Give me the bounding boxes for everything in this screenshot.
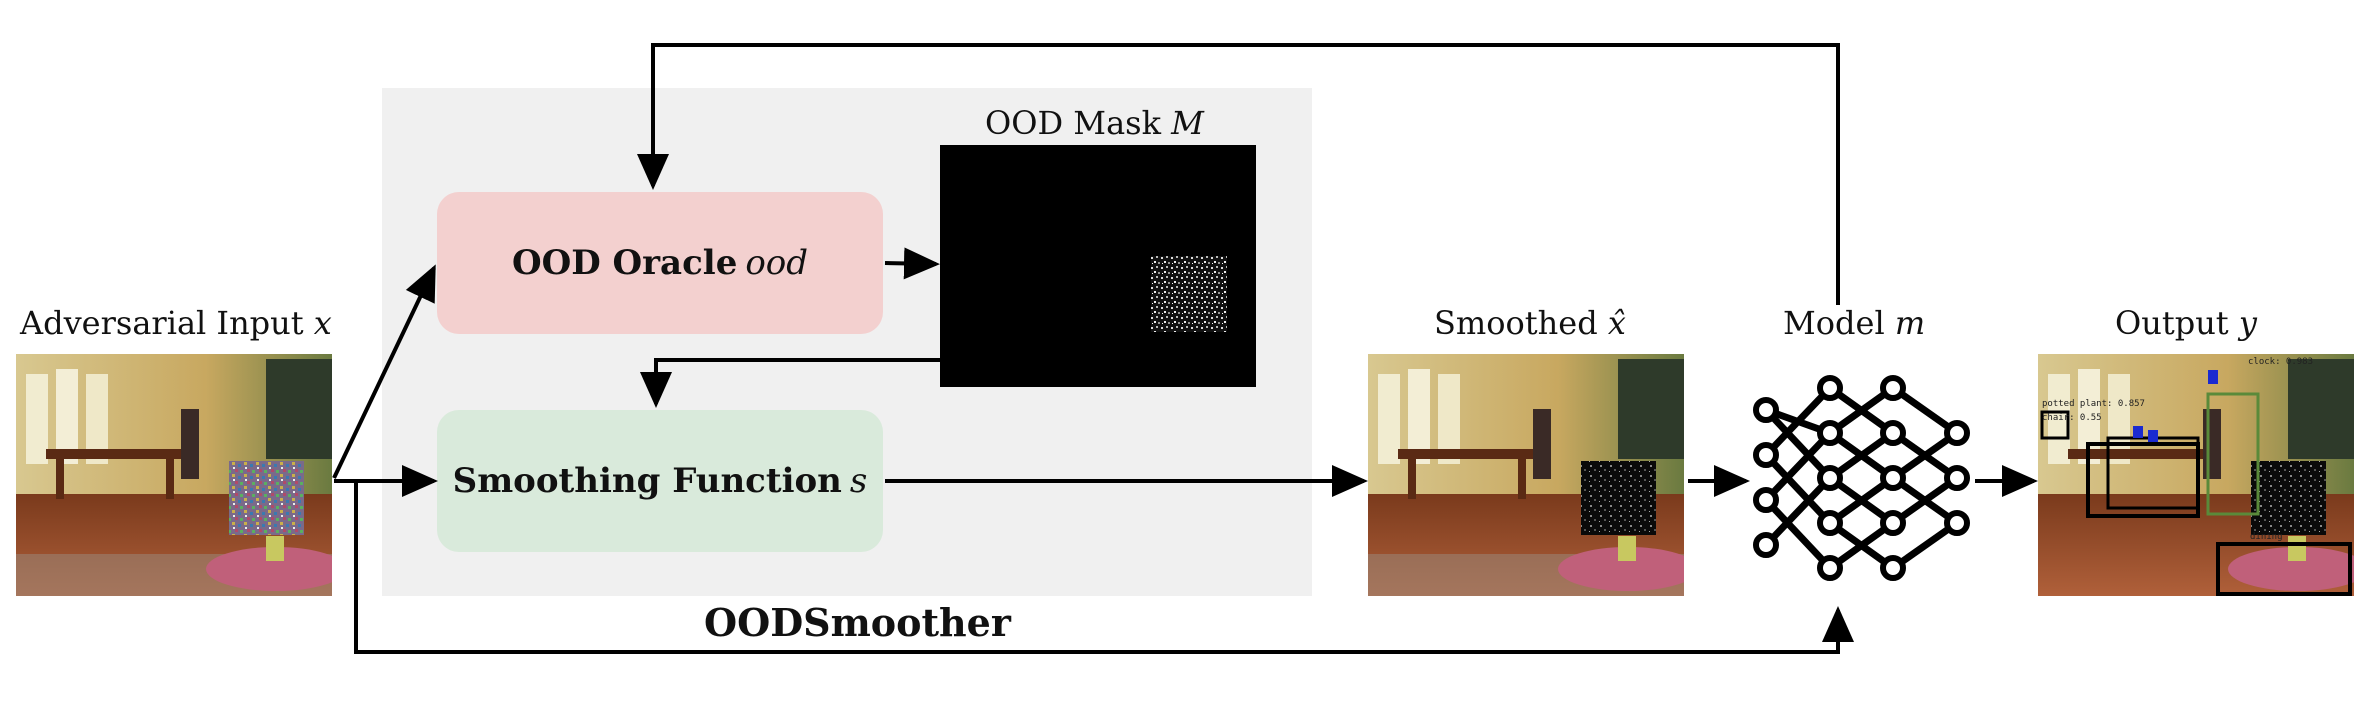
- smoothed-image: [1368, 354, 1684, 596]
- model-label: Model m: [1783, 304, 1926, 342]
- ood-mask-image: [940, 145, 1256, 387]
- oodsmoother-title: OODSmoother: [704, 600, 1011, 645]
- ood-oracle-box: OOD Oracle ood: [437, 192, 883, 334]
- mask-noise-patch: [1151, 256, 1227, 332]
- detection-label-clock: clock: 0.983: [2248, 357, 2313, 367]
- ood-oracle-var: ood: [745, 243, 809, 283]
- output-label: Output y: [2115, 304, 2257, 342]
- arrow-input-to-oracle: [332, 264, 436, 479]
- ood-oracle-title: OOD Oracle: [511, 243, 738, 283]
- output-image: potted plant: 0.857 clock: 0.983 chair: …: [2038, 354, 2354, 596]
- smoothing-function-box: Smoothing Function s: [437, 410, 883, 552]
- detection-label-plant: potted plant: 0.857: [2042, 399, 2145, 409]
- smoothed-label: Smoothed x̂: [1434, 304, 1626, 342]
- network-nodes: [1753, 375, 1970, 581]
- detection-label-dining: dining: [2250, 532, 2283, 542]
- detection-label-chair: chair: 0.55: [2042, 413, 2102, 423]
- arrow-mask-to-smoothing: [640, 358, 940, 408]
- smoothing-function-title: Smoothing Function: [452, 461, 842, 501]
- arrow-model-to-oracle-feedback: [637, 43, 1840, 305]
- smoothing-function-var: s: [849, 461, 868, 501]
- arrow-oracle-to-mask: [884, 247, 940, 280]
- adversarial-input-image: [16, 354, 332, 596]
- adversarial-input-label: Adversarial Input x: [20, 304, 332, 342]
- ood-mask-label: OOD Mask M: [985, 104, 1204, 142]
- arrow-input-bypass-to-model: [354, 481, 1854, 654]
